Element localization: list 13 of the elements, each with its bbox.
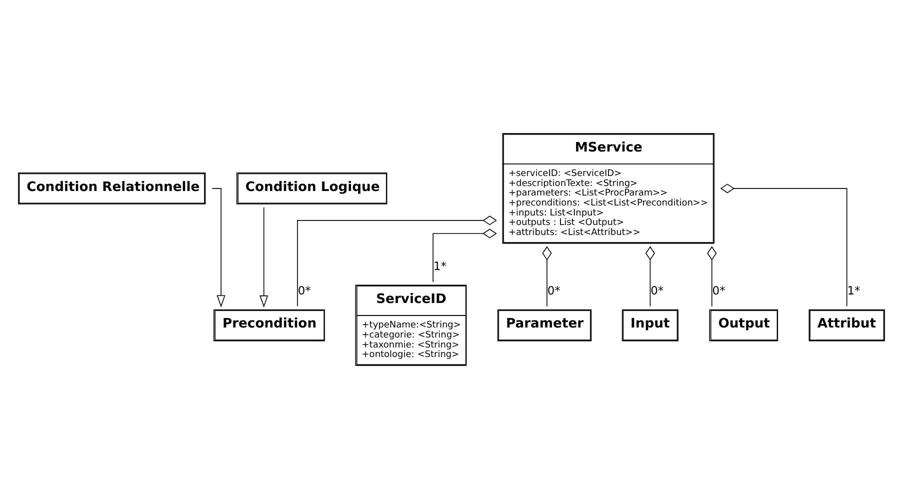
connector: [645, 246, 655, 307]
connector: [707, 246, 717, 307]
connector: [432, 228, 497, 282]
connector: [297, 216, 497, 307]
connector: [542, 246, 552, 307]
edge-label: 0*: [547, 284, 560, 298]
edge-label: 1*: [847, 283, 860, 298]
arrow: [260, 207, 268, 308]
connector: [720, 184, 848, 307]
edge-label: 1*: [433, 259, 447, 274]
edge-label: 0*: [650, 284, 664, 298]
edge-label: 0*: [298, 283, 311, 298]
edge-label: 0*: [712, 284, 726, 298]
